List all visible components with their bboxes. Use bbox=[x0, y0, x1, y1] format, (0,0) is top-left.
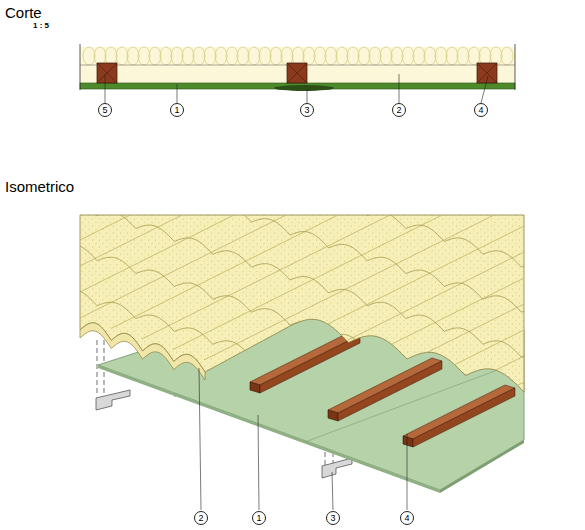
callout-number: 3 bbox=[330, 514, 335, 523]
callout-number: 2 bbox=[198, 514, 203, 523]
callout-number: 4 bbox=[478, 106, 483, 115]
callout-number: 1 bbox=[256, 514, 261, 523]
callout-circle: 3 bbox=[300, 103, 314, 117]
callout-number: 1 bbox=[174, 106, 179, 115]
callout-number: 4 bbox=[404, 514, 409, 523]
callout-number: 2 bbox=[396, 106, 401, 115]
callout-number: 3 bbox=[304, 106, 309, 115]
isometric-view bbox=[0, 5, 585, 510]
callout-circle: 2 bbox=[392, 103, 406, 117]
callout-circle: 4 bbox=[474, 103, 488, 117]
callout-circle: 3 bbox=[326, 511, 340, 525]
view-title: Corte bbox=[5, 4, 42, 21]
callout-circle: 1 bbox=[252, 511, 266, 525]
section-view bbox=[80, 44, 515, 103]
scale-label: 1 : 5 bbox=[33, 21, 49, 30]
callout-circle: 2 bbox=[194, 511, 208, 525]
view-title: Isometrico bbox=[5, 178, 74, 195]
callout-circle: 1 bbox=[170, 103, 184, 117]
callout-circle: 5 bbox=[98, 103, 112, 117]
callout-circle: 4 bbox=[400, 511, 414, 525]
callout-number: 5 bbox=[102, 106, 107, 115]
